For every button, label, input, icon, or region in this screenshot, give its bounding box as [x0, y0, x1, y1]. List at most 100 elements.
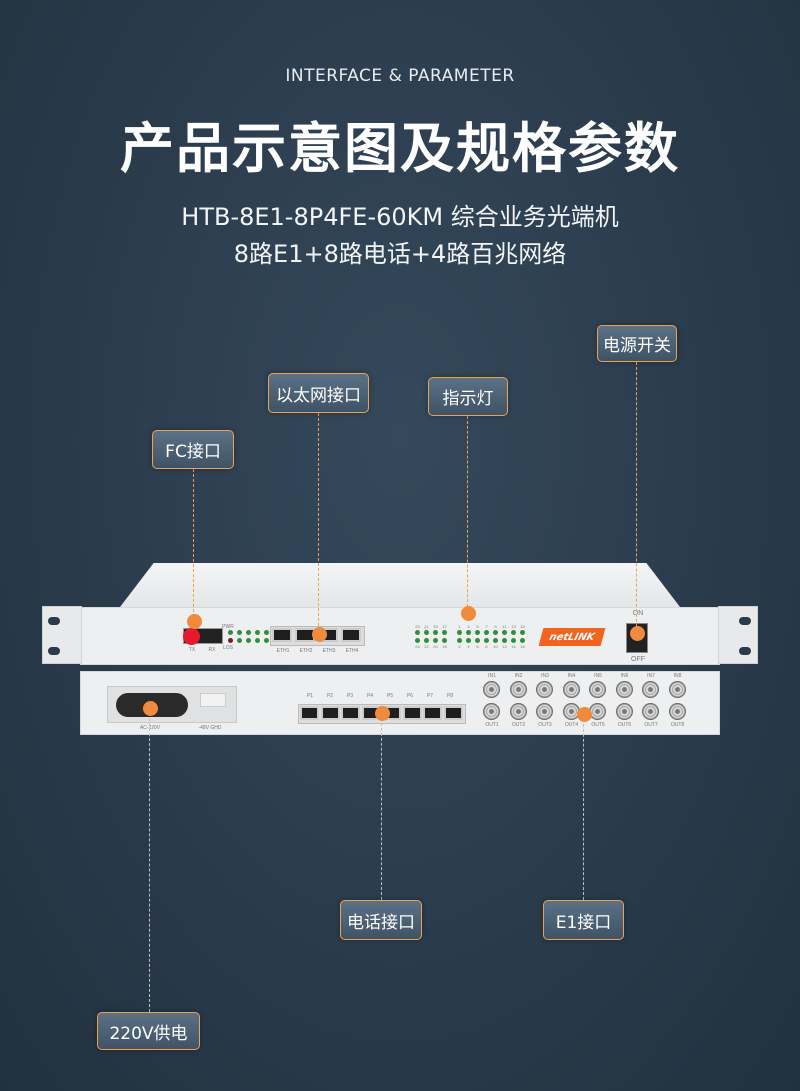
e1-out-label: OUT8 — [670, 722, 685, 728]
e1-out-connector — [668, 703, 686, 720]
rack-ear-left — [42, 606, 82, 664]
phone-port — [423, 706, 442, 720]
indicator-led — [493, 630, 498, 635]
e1-out-label: OUT5 — [591, 722, 605, 728]
e1-in-connector — [615, 681, 633, 698]
e1-out-connector — [642, 703, 659, 720]
status-led — [264, 638, 269, 643]
indicator-led — [442, 638, 447, 643]
led-number: 8 — [485, 644, 488, 649]
e1-out-connector — [483, 703, 500, 720]
led-number: 3 — [467, 624, 470, 629]
indicator-led — [484, 630, 489, 635]
indicator-led — [424, 630, 429, 635]
phone-port-label: P1 — [306, 693, 314, 699]
e1-out-connector — [589, 703, 606, 720]
callout-e1: E1接口 — [543, 900, 624, 940]
e1-in-connector — [642, 681, 659, 698]
led-number: 12 — [502, 644, 507, 649]
e1-in-label: IN5 — [594, 673, 602, 679]
callout-ethernet: 以太网接口 — [268, 373, 369, 413]
status-led — [264, 630, 269, 635]
page-title: 产品示意图及规格参数 — [120, 117, 680, 180]
led-number: 17 — [442, 624, 447, 629]
e1-out-label: OUT2 — [511, 722, 526, 728]
phone-port — [320, 706, 340, 720]
callout-phone: 电话接口 — [340, 900, 422, 940]
ethernet-marker — [312, 627, 327, 642]
led-number: 11 — [502, 624, 507, 629]
indicator-led — [520, 630, 525, 635]
model-spec: 8路E1+8路电话+4路百兆网络 — [233, 240, 567, 268]
led-number: 7 — [485, 624, 488, 629]
callout-fc: FC接口 — [152, 430, 234, 469]
led-number: 24 — [415, 644, 420, 649]
status-led — [246, 630, 251, 635]
power-supply-marker — [143, 701, 158, 716]
e1-out-connector — [509, 703, 527, 720]
ethernet-port — [341, 628, 361, 642]
status-led — [255, 638, 260, 643]
indicator-led — [502, 630, 507, 635]
phone-port-label: P8 — [446, 693, 454, 699]
ethernet-port-label: ETH3 — [322, 648, 336, 654]
fc-marker — [187, 614, 202, 629]
power-switch-marker — [630, 626, 645, 641]
phone-port-label: P2 — [326, 693, 334, 699]
e1-out-connector — [536, 703, 553, 720]
e1-in-label: IN7 — [647, 673, 655, 679]
indicator-led — [415, 638, 420, 643]
led-number: 6 — [476, 644, 479, 649]
brand-logo: netLINK — [538, 628, 606, 646]
e1-in-connector — [536, 681, 553, 698]
led-number: 2 — [458, 644, 461, 649]
led-number: 4 — [467, 644, 470, 649]
e1-in-connector — [668, 681, 686, 698]
e1-in-connector — [589, 681, 606, 698]
status-led — [228, 638, 233, 643]
phone-port-label: P6 — [406, 693, 414, 699]
indicator-led — [457, 638, 462, 643]
e1-in-connector — [509, 681, 527, 698]
ethernet-port-label: ETH2 — [299, 648, 313, 654]
e1-in-label: IN8 — [673, 673, 682, 679]
fc-port — [183, 628, 223, 645]
led-number: 5 — [476, 624, 479, 629]
section-subtitle: INTERFACE & PARAMETER — [285, 66, 515, 86]
phone-port — [402, 706, 422, 720]
ethernet-port-label: ETH1 — [276, 648, 290, 654]
e1-in-label: IN3 — [541, 673, 549, 679]
e1-marker — [577, 707, 592, 722]
e1-out-connector — [562, 703, 580, 720]
indicator-led — [457, 630, 462, 635]
e1-out-label: OUT1 — [485, 722, 499, 728]
indicator-led — [433, 638, 438, 643]
power-module — [107, 686, 237, 723]
led-number: 23 — [415, 624, 420, 629]
indicator-led — [484, 638, 489, 643]
phone-port — [341, 706, 360, 720]
device-top-unit — [80, 563, 720, 667]
led-number: 18 — [442, 644, 447, 649]
indicator-led — [475, 638, 480, 643]
indicator-led — [475, 630, 480, 635]
indicator-led — [493, 638, 498, 643]
indicator-led — [442, 630, 447, 635]
indicator-led — [466, 630, 471, 635]
status-led — [228, 630, 233, 635]
phone-marker — [375, 706, 390, 721]
led-number: 13 — [511, 624, 516, 629]
led-number: 20 — [433, 644, 438, 649]
phone-port — [443, 706, 463, 720]
phone-port-label: P7 — [426, 693, 434, 699]
phone-port-label: P4 — [366, 693, 374, 699]
e1-in-connector — [483, 681, 500, 698]
e1-out-label: OUT7 — [644, 722, 658, 728]
indicator-led — [424, 638, 429, 643]
fc-rx-label: RX — [208, 647, 216, 653]
status-led — [255, 630, 260, 635]
led-number: 15 — [520, 624, 525, 629]
e1-in-label: IN1 — [488, 673, 496, 679]
e1-in-label: IN6 — [620, 673, 629, 679]
indicator-led — [466, 638, 471, 643]
